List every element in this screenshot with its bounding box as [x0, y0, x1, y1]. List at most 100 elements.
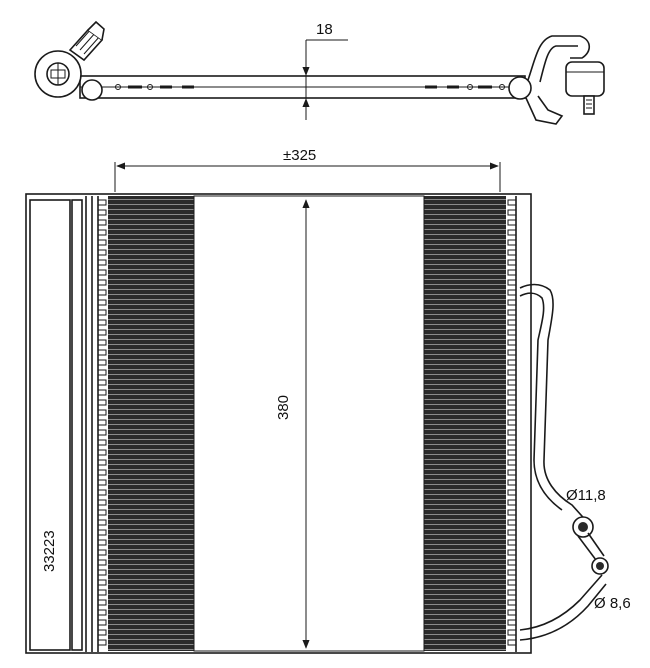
tank-tooth	[97, 239, 107, 246]
tank-tooth	[507, 379, 517, 386]
tank-tooth	[97, 589, 107, 596]
tank-tooth	[507, 329, 517, 336]
tank-tooth	[507, 499, 517, 506]
tank-tooth	[507, 249, 517, 256]
tank-tooth	[507, 629, 517, 636]
right-tank	[507, 196, 517, 652]
tank-tooth	[97, 639, 107, 646]
tank-tooth	[97, 489, 107, 496]
tank-tooth	[97, 269, 107, 276]
tank-tooth	[507, 559, 517, 566]
tank-tooth	[507, 419, 517, 426]
tank-tooth	[97, 609, 107, 616]
tank-tooth	[97, 439, 107, 446]
tank-tooth	[507, 589, 517, 596]
front-view	[25, 162, 609, 654]
tank-tooth	[97, 629, 107, 636]
tank-tooth	[507, 619, 517, 626]
tank-tooth	[97, 369, 107, 376]
tank-tooth	[97, 539, 107, 546]
tank-tooth	[507, 579, 517, 586]
tank-tooth	[507, 519, 517, 526]
fin-core-right	[424, 196, 506, 651]
tank-tooth	[97, 199, 107, 206]
tank-tooth	[97, 249, 107, 256]
tank-tooth	[97, 259, 107, 266]
tank-tooth	[97, 479, 107, 486]
tank-tooth	[507, 219, 517, 226]
tank-tooth	[507, 439, 517, 446]
tank-tooth	[97, 429, 107, 436]
tank-tooth	[507, 199, 517, 206]
tank-tooth	[507, 489, 517, 496]
tank-tooth	[507, 359, 517, 366]
top-bar-markings	[115, 84, 505, 90]
top-view	[34, 20, 605, 125]
tank-tooth	[97, 599, 107, 606]
tank-tooth	[97, 529, 107, 536]
tank-tooth	[97, 519, 107, 526]
condenser-frame	[25, 193, 532, 654]
left-tank	[97, 196, 107, 652]
tank-tooth	[507, 529, 517, 536]
tank-tooth	[97, 399, 107, 406]
fin-core-left	[108, 196, 194, 651]
part-number: 33223	[41, 530, 58, 572]
tank-tooth	[507, 369, 517, 376]
tank-tooth	[507, 269, 517, 276]
tank-tooth	[97, 459, 107, 466]
tank-tooth	[507, 509, 517, 516]
tank-tooth	[507, 549, 517, 556]
tank-tooth	[97, 549, 107, 556]
tank-tooth	[507, 449, 517, 456]
tank-tooth	[507, 349, 517, 356]
tank-tooth	[507, 229, 517, 236]
dim-height: 380	[275, 394, 292, 420]
tank-tooth	[507, 609, 517, 616]
tank-tooth	[97, 309, 107, 316]
tank-tooth	[97, 209, 107, 216]
tank-tooth	[97, 409, 107, 416]
tank-tooth	[507, 209, 517, 216]
tank-tooth	[97, 579, 107, 586]
dim-18-lines	[302, 39, 348, 120]
tank-tooth	[97, 279, 107, 286]
dim-width: ±325	[283, 147, 317, 164]
tank-tooth	[97, 349, 107, 356]
fin-core-middle	[193, 195, 425, 652]
tank-tooth	[97, 499, 107, 506]
tank-tooth	[97, 469, 107, 476]
top-left-fitting	[34, 20, 105, 101]
tank-tooth	[97, 319, 107, 326]
tank-tooth	[97, 509, 107, 516]
dim-top-offset: 18	[316, 21, 333, 38]
tank-tooth	[507, 309, 517, 316]
tank-tooth	[507, 459, 517, 466]
tank-tooth	[97, 289, 107, 296]
tank-tooth	[97, 339, 107, 346]
tank-tooth	[507, 239, 517, 246]
tank-tooth	[507, 469, 517, 476]
dim-pipe-large: Ø11,8	[566, 487, 606, 504]
receiver-drier	[29, 199, 71, 651]
tank-tooth	[507, 399, 517, 406]
top-right-fitting	[508, 35, 605, 125]
dim-pipe-small: Ø 8,6	[594, 595, 631, 612]
tank-tooth	[507, 479, 517, 486]
tank-tooth	[507, 299, 517, 306]
tank-tooth	[97, 389, 107, 396]
tank-tooth	[97, 229, 107, 236]
tank-tooth	[507, 279, 517, 286]
tank-tooth	[97, 569, 107, 576]
tank-tooth	[97, 329, 107, 336]
tank-tooth	[507, 289, 517, 296]
tank-tooth	[97, 449, 107, 456]
tank-tooth	[97, 379, 107, 386]
tank-tooth	[507, 639, 517, 646]
tank-tooth	[507, 569, 517, 576]
tank-tooth	[507, 409, 517, 416]
tank-tooth	[507, 389, 517, 396]
tank-tooth	[507, 339, 517, 346]
tank-tooth	[507, 429, 517, 436]
